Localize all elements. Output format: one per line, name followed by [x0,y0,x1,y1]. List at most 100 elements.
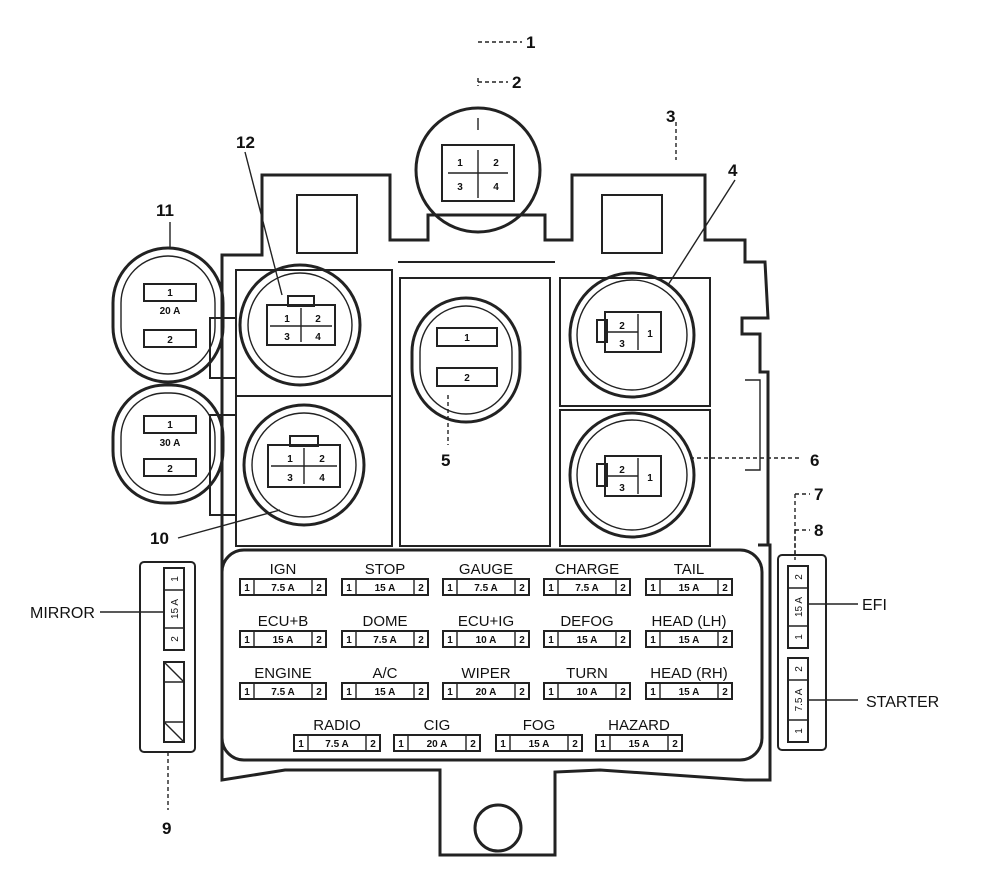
fuse-ecu-ig-name: ECU+IG [458,613,514,630]
housing-tab-right [601,194,663,254]
fuse-radio-pin-b: 2 [370,739,376,750]
fuse-defog-rating: 15 A [577,635,598,646]
relay-top-pin-3: 3 [457,182,463,193]
callout-9: 9 [162,819,171,838]
relay-10-pin-2: 2 [319,454,325,465]
relay-top-pin-1: 1 [457,158,463,169]
housing [139,173,827,857]
fuse-engine-pin-a: 1 [244,687,250,698]
fuse-cig-body [393,734,481,752]
mount-hole [473,803,523,853]
fusible-link-20a-body [111,246,225,384]
fuse-tail-pin-b: 2 [722,583,728,594]
fuse-fog-rating: 15 A [529,739,550,750]
fuse-fog-pin-a: 1 [500,739,506,750]
compartment-6 [559,409,711,547]
fusible-link-20a-pin-1: 1 [167,288,173,299]
fuse-charge-pin-a: 1 [548,583,554,594]
callout-8: 8 [814,521,823,540]
fuse-radio-rating: 7.5 A [325,739,349,750]
fuse-defog-pin-a: 1 [548,635,554,646]
fuse-stop-body [341,578,429,596]
fuse-tail-name: TAIL [674,561,705,578]
callout-11: 11 [156,201,174,220]
fuse-wiper-pin-a: 1 [447,687,453,698]
relay-5-pin-1: 1 [464,333,470,344]
fuse-stop-pin-a: 1 [346,583,352,594]
fuse-ign-pin-a: 1 [244,583,250,594]
relay-4-body [568,271,696,399]
relay-10-pin-4: 4 [319,473,325,484]
fusible-link-30a-body [111,383,225,505]
fuse-defog-pin-b: 2 [620,635,626,646]
side-fuse-efi-pin-b: 1 [794,634,805,640]
right-side-block [777,554,827,751]
fuse-ign-pin-b: 2 [316,583,322,594]
compartment-5 [399,277,551,547]
fuse-turn-pin-a: 1 [548,687,554,698]
fuse-a-c-pin-a: 1 [346,687,352,698]
fuse-engine-body [239,682,327,700]
fuse-engine-pin-b: 2 [316,687,322,698]
fuse-ecu-ig-pin-b: 2 [519,635,525,646]
side-fuse-mirror-body [163,567,185,651]
fuse-tail-body [645,578,733,596]
side-fuse-efi-rating: 15 A [794,597,805,617]
fuse-tail-rating: 15 A [679,583,700,594]
side-fuse-starter-rating: 7.5 A [794,688,805,711]
fuse-stop-rating: 15 A [375,583,396,594]
fuse-hazard-pin-a: 1 [600,739,606,750]
fuse-wiper-pin-b: 2 [519,687,525,698]
fuse-wiper-name: WIPER [461,665,510,682]
fuse-ecu-b-body [239,630,327,648]
fuse-charge-rating: 7.5 A [575,583,599,594]
relay-6-socket [604,455,662,497]
fuse-turn-body [543,682,631,700]
fuse-head-lh-name: HEAD (LH) [651,613,726,630]
fuse-hazard-name: HAZARD [608,717,670,734]
fuse-a-c-pin-b: 2 [418,687,424,698]
fusible-link-20a-pin-2: 2 [167,335,173,346]
relay-10-pin-1: 1 [287,454,293,465]
left-link-bracket [209,414,237,516]
compartment-4 [559,277,711,407]
relay-12-pin-3: 3 [284,332,290,343]
side-fuse-mirror: 1 15 A 2 [163,567,185,743]
callout-1: 1 [526,33,535,52]
relay-4-pin-2: 2 [619,321,625,332]
fuse-defog-name: DEFOG [560,613,613,630]
fuse-stop-pin-b: 2 [418,583,424,594]
fuse-ecu-ig-body [442,630,530,648]
fuse-defog: DEFOG 1 15 A 2 [543,613,631,648]
housing-outline [220,173,772,857]
side-fuse-starter-pin-b: 1 [794,728,805,734]
fusible-link-20a: 1 20 A 2 [111,246,225,384]
fuse-turn-name: TURN [566,665,608,682]
relay-5-slot-2 [436,367,498,387]
relay-top: 1 2 3 4 [414,106,542,234]
fuse-a-c-body [341,682,429,700]
relay-6: 2 1 3 [568,411,696,539]
relay-12-pin-1: 1 [284,314,290,325]
fuse-a-c-name: A/C [372,665,397,682]
leader-lines [100,41,858,810]
housing-inner-top [398,261,555,263]
relay-top-body [414,106,542,234]
fuse-ign-name: IGN [270,561,297,578]
fusible-link-30a-pin-1: 1 [167,420,173,431]
fuse-tail-pin-a: 1 [650,583,656,594]
fuse-fog-name: FOG [523,717,556,734]
callout-3: 3 [666,107,675,126]
relay-4-pin-1: 1 [647,329,653,340]
fuse-head-rh-rating: 15 A [679,687,700,698]
fusible-link-20a-rating: 20 A [160,306,181,317]
